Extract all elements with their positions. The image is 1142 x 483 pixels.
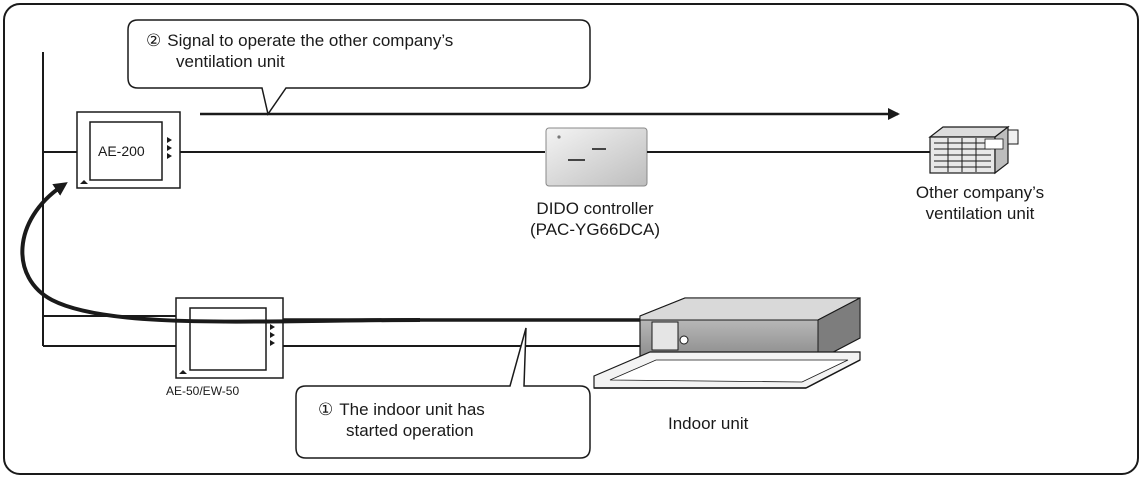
dido-controller-device	[545, 127, 648, 187]
callout-indoor-text: ① The indoor unit has started operation	[318, 399, 588, 441]
dido-label-line1: DIDO controller	[536, 199, 654, 218]
ae50-label: AE-50/EW-50	[166, 384, 240, 398]
callout-signal-line2: ventilation unit	[176, 52, 285, 71]
callout-indoor-bubble	[295, 327, 591, 459]
callout-signal-number: ②	[146, 31, 162, 50]
ventilation-label: Other company’s ventilation unit	[900, 182, 1060, 224]
dido-label-line2: (PAC-YG66DCA)	[529, 220, 661, 239]
ventilation-unit-device	[928, 125, 1019, 175]
indoor-unit-device	[593, 297, 861, 389]
callout-signal-text: ② Signal to operate the other company’s v…	[146, 30, 586, 72]
ventilation-label-line1: Other company’s	[915, 183, 1045, 202]
curved-operation-arrow	[20, 182, 421, 324]
dido-label: DIDO controller (PAC-YG66DCA)	[500, 198, 690, 240]
ae200-device	[76, 111, 181, 189]
callout-indoor-line1-text: The indoor unit has	[339, 400, 485, 419]
callout-signal-line1: ② Signal to operate the other company’s	[146, 30, 586, 51]
diagram-frame	[3, 3, 1139, 475]
callout-indoor-line2: started operation	[346, 421, 474, 440]
ae200-label: AE-200	[98, 143, 145, 159]
ventilation-label-line2: ventilation unit	[925, 204, 1035, 223]
indoor-unit-label: Indoor unit	[668, 414, 749, 433]
ae50-device	[175, 297, 284, 379]
callout-indoor-line1: ① The indoor unit has	[318, 399, 588, 420]
callout-signal-bubble	[127, 19, 591, 116]
callout-indoor-number: ①	[318, 400, 334, 419]
callout-signal-line1-text: Signal to operate the other company’s	[167, 31, 454, 50]
